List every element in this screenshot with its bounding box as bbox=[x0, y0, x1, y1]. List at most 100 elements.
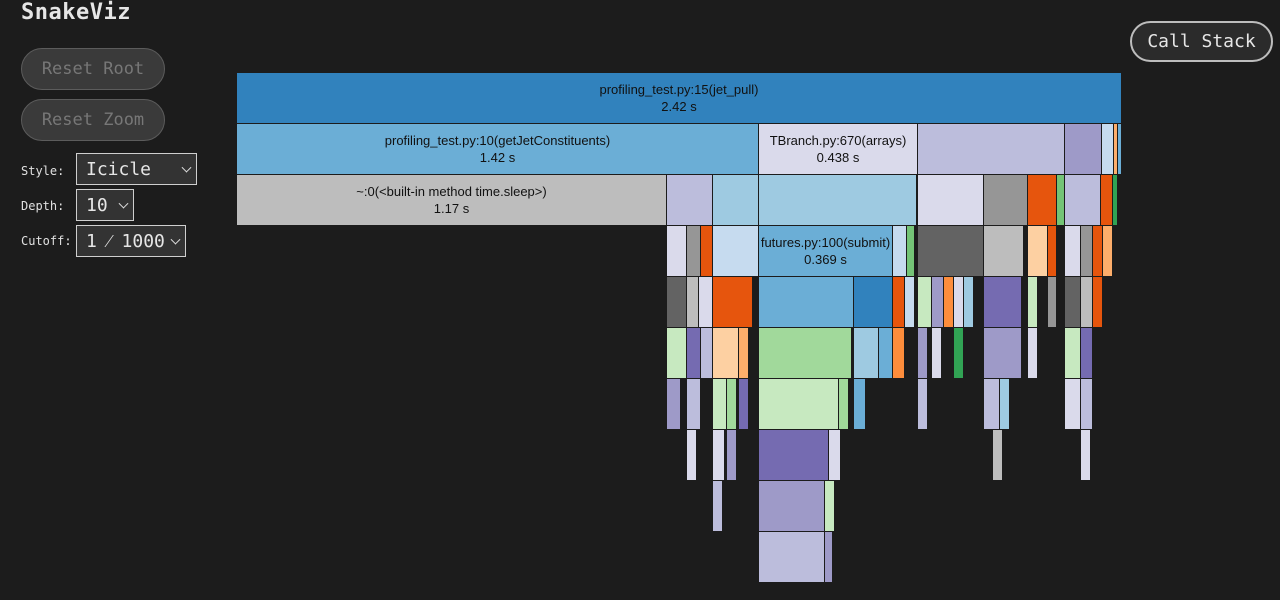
block-futures-submit[interactable]: futures.py:100(submit) 0.369 s bbox=[759, 226, 893, 277]
block[interactable] bbox=[1028, 277, 1038, 328]
block[interactable] bbox=[699, 277, 713, 328]
block[interactable] bbox=[727, 379, 737, 430]
block[interactable] bbox=[893, 277, 905, 328]
block[interactable] bbox=[1065, 328, 1081, 379]
block[interactable] bbox=[687, 226, 701, 277]
block[interactable] bbox=[667, 328, 687, 379]
block[interactable] bbox=[1028, 328, 1038, 379]
block[interactable] bbox=[893, 328, 905, 379]
block[interactable] bbox=[687, 277, 699, 328]
block[interactable] bbox=[701, 226, 713, 277]
block[interactable] bbox=[667, 226, 687, 277]
block[interactable] bbox=[854, 328, 879, 379]
block[interactable] bbox=[1081, 430, 1091, 481]
block[interactable] bbox=[964, 277, 974, 328]
block[interactable] bbox=[1093, 226, 1103, 277]
style-select[interactable]: Icicle bbox=[76, 153, 197, 185]
block[interactable] bbox=[727, 430, 737, 481]
block[interactable] bbox=[759, 430, 829, 481]
block[interactable] bbox=[1065, 175, 1101, 226]
block[interactable] bbox=[667, 277, 687, 328]
block[interactable] bbox=[984, 226, 1024, 277]
block[interactable] bbox=[667, 379, 681, 430]
block[interactable] bbox=[1103, 226, 1113, 277]
block[interactable] bbox=[984, 175, 1028, 226]
block[interactable] bbox=[854, 277, 893, 328]
block[interactable] bbox=[1065, 226, 1081, 277]
cutoff-select[interactable]: 1 ⁄ 1000 bbox=[76, 225, 186, 257]
block[interactable] bbox=[759, 277, 854, 328]
reset-zoom-button[interactable]: Reset Zoom bbox=[21, 99, 165, 141]
block[interactable] bbox=[825, 532, 833, 583]
block[interactable] bbox=[825, 481, 835, 532]
block[interactable] bbox=[954, 328, 964, 379]
block[interactable] bbox=[1065, 277, 1081, 328]
block[interactable] bbox=[829, 430, 841, 481]
call-stack-button[interactable]: Call Stack bbox=[1130, 21, 1273, 62]
block-time-sleep[interactable]: ~:0(<built-in method time.sleep>) 1.17 s bbox=[237, 175, 667, 226]
block-jet-pull[interactable]: profiling_test.py:15(jet_pull) 2.42 s bbox=[237, 73, 1122, 124]
block[interactable] bbox=[1065, 379, 1081, 430]
block[interactable] bbox=[1081, 226, 1093, 277]
block[interactable] bbox=[1065, 124, 1102, 175]
block[interactable] bbox=[993, 430, 1003, 481]
block[interactable] bbox=[932, 328, 942, 379]
block[interactable] bbox=[1057, 175, 1065, 226]
block[interactable] bbox=[944, 277, 954, 328]
block[interactable] bbox=[713, 481, 723, 532]
block[interactable] bbox=[759, 328, 852, 379]
block[interactable] bbox=[854, 379, 866, 430]
block[interactable] bbox=[984, 328, 1022, 379]
block[interactable] bbox=[918, 277, 932, 328]
block[interactable] bbox=[879, 328, 893, 379]
block[interactable] bbox=[984, 277, 1022, 328]
block[interactable] bbox=[1081, 379, 1093, 430]
block[interactable] bbox=[713, 430, 725, 481]
block[interactable] bbox=[759, 481, 825, 532]
block[interactable] bbox=[1028, 175, 1057, 226]
block[interactable] bbox=[687, 328, 701, 379]
block[interactable] bbox=[1102, 124, 1114, 175]
block[interactable] bbox=[739, 379, 749, 430]
block[interactable] bbox=[713, 328, 739, 379]
reset-root-button[interactable]: Reset Root bbox=[21, 48, 165, 90]
block[interactable] bbox=[713, 226, 759, 277]
block[interactable] bbox=[932, 277, 944, 328]
block[interactable] bbox=[907, 226, 915, 277]
block[interactable] bbox=[1093, 277, 1103, 328]
block[interactable] bbox=[1028, 226, 1048, 277]
block[interactable] bbox=[905, 277, 915, 328]
block[interactable] bbox=[687, 430, 697, 481]
block[interactable] bbox=[918, 175, 984, 226]
block[interactable] bbox=[739, 328, 749, 379]
block[interactable] bbox=[1114, 124, 1118, 175]
block[interactable] bbox=[984, 379, 1000, 430]
block[interactable] bbox=[1101, 175, 1113, 226]
block[interactable] bbox=[1081, 277, 1093, 328]
depth-select[interactable]: 10 bbox=[76, 189, 134, 221]
block[interactable] bbox=[1000, 379, 1010, 430]
block[interactable] bbox=[893, 226, 907, 277]
block[interactable] bbox=[839, 379, 849, 430]
block[interactable] bbox=[687, 379, 701, 430]
block[interactable] bbox=[954, 277, 964, 328]
block[interactable] bbox=[1081, 328, 1093, 379]
block[interactable] bbox=[759, 532, 825, 583]
block[interactable] bbox=[918, 226, 984, 277]
block[interactable] bbox=[667, 175, 713, 226]
block[interactable] bbox=[701, 328, 713, 379]
block[interactable] bbox=[1118, 124, 1122, 175]
block[interactable] bbox=[1113, 175, 1118, 226]
block[interactable] bbox=[713, 175, 759, 226]
block[interactable] bbox=[759, 175, 917, 226]
block[interactable] bbox=[713, 379, 727, 430]
block-get-jet-constituents[interactable]: profiling_test.py:10(getJetConstituents)… bbox=[237, 124, 759, 175]
block[interactable] bbox=[1048, 226, 1057, 277]
block[interactable] bbox=[759, 379, 839, 430]
block[interactable] bbox=[918, 328, 928, 379]
block-tbranch-arrays[interactable]: TBranch.py:670(arrays) 0.438 s bbox=[759, 124, 918, 175]
block[interactable] bbox=[918, 379, 928, 430]
block[interactable] bbox=[918, 124, 1065, 175]
block[interactable] bbox=[713, 277, 753, 328]
block[interactable] bbox=[1048, 277, 1057, 328]
